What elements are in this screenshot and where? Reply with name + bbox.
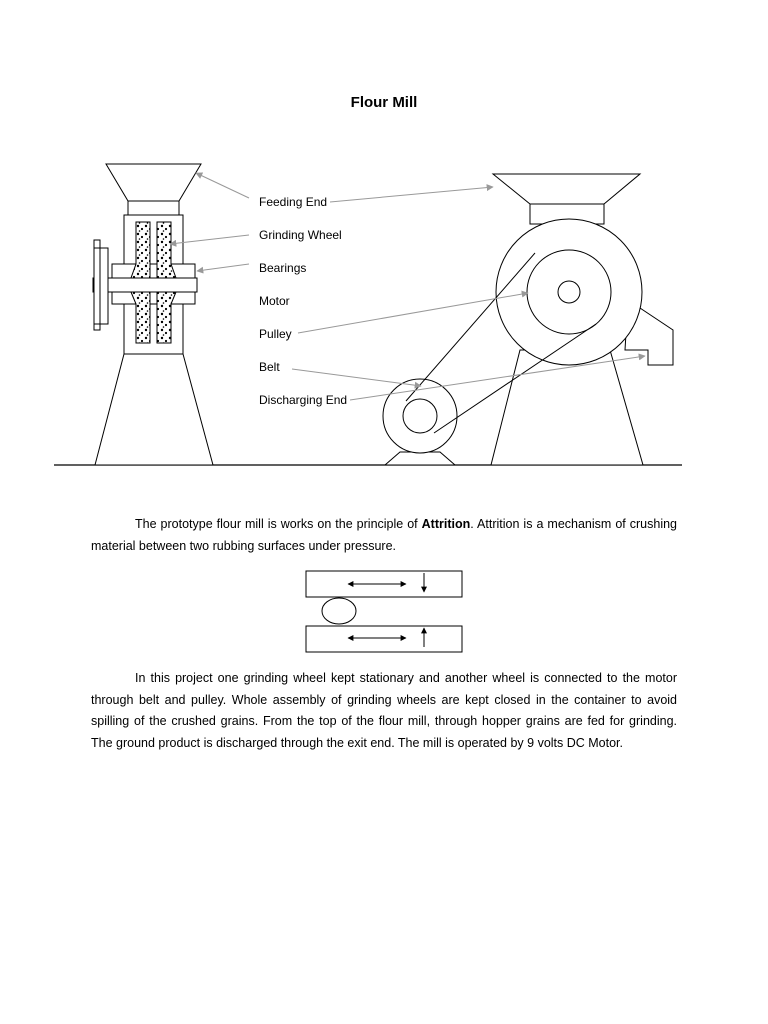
belt-upper	[405, 252, 536, 402]
motor-pulley	[402, 398, 438, 434]
page-title: Flour Mill	[350, 94, 418, 111]
mill-cross-section	[92, 163, 214, 466]
label-belt: Belt	[259, 360, 280, 374]
grain-particle	[321, 597, 357, 625]
leader-arrows	[169, 172, 646, 401]
label-bearings: Bearings	[259, 261, 306, 275]
left-stand	[94, 353, 214, 466]
attrition-term: Attrition	[421, 517, 471, 531]
flour-mill-diagram: Feeding End Grinding Wheel Bearings Moto…	[54, 163, 682, 466]
motor-base	[383, 451, 457, 466]
left-hopper	[105, 163, 202, 202]
paragraph-1-text-end: . Attrition is a mechanism of crushing m…	[91, 517, 677, 553]
right-hopper	[491, 173, 642, 205]
lower-surface	[305, 625, 463, 653]
label-grinding-wheel: Grinding Wheel	[259, 228, 342, 242]
main-shaft	[92, 277, 198, 293]
label-feeding-end: Feeding End	[259, 195, 327, 209]
paragraph-1-text: The prototype flour mill is works on the…	[135, 517, 422, 531]
mill-external-view	[382, 173, 674, 466]
label-discharging-end: Discharging End	[259, 393, 347, 407]
paragraph-2-text: In this project one grinding wheel kept …	[91, 671, 677, 750]
label-motor: Motor	[259, 294, 290, 308]
paragraph-project: In this project one grinding wheel kept …	[91, 668, 677, 754]
belt-lower	[433, 323, 597, 434]
attrition-diagram	[305, 570, 463, 653]
paragraph-attrition: The prototype flour mill is works on the…	[91, 514, 677, 557]
label-pulley: Pulley	[259, 327, 292, 341]
